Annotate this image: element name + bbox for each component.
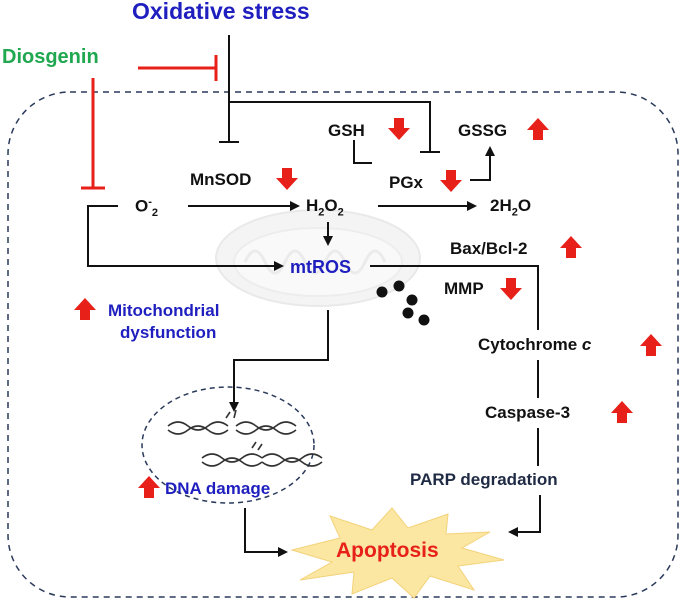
mitochondrion-watermark (215, 209, 421, 307)
h2o2-o: O (324, 196, 338, 215)
bax-label: Bax/Bcl-2 (450, 239, 528, 258)
mmp-down-arrow (500, 278, 522, 300)
h2o2-label: H2O2 (306, 197, 344, 218)
h2o2-h: H (306, 196, 319, 215)
dna-to-apoptosis-arrow (244, 508, 288, 557)
mito-up-arrow (74, 298, 96, 320)
o2-to-mtros-arrow (87, 205, 284, 271)
pgx-label: PGx (389, 173, 424, 192)
caspase-up-arrow (611, 401, 633, 423)
mnsod-label: MnSOD (190, 170, 252, 189)
cytochrome-up-arrow (640, 334, 662, 356)
mmp-label: MMP (444, 279, 484, 298)
bax-up-arrow (560, 236, 582, 258)
stress-to-pgx (229, 101, 431, 152)
mtros-to-dna-arrow (229, 310, 329, 412)
cytochrome-label: Cytochrome c (478, 336, 591, 353)
change-arrows (74, 118, 662, 498)
apoptosis-label: Apoptosis (336, 539, 439, 562)
h2o2-sub2: 2 (337, 206, 344, 219)
parp-to-apoptosis-arrow (508, 495, 541, 537)
diosgenin-label: Diosgenin (2, 46, 99, 68)
pgx-to-gssg-arrow (470, 146, 495, 181)
cytochrome-text: Cytochrome (478, 335, 582, 354)
cytochrome-c: c (581, 335, 592, 354)
caspase-label: Caspase-3 (485, 403, 571, 422)
pgx-down-arrow (440, 170, 462, 192)
h2o2-sub1: 2 (318, 206, 325, 219)
mito-line-2: dysfunction (120, 323, 217, 342)
water-o: O (517, 196, 532, 215)
gssg-up-arrow (527, 118, 549, 140)
dna-damage-label: DNA damage (165, 479, 271, 498)
dna-helix-icon (167, 409, 323, 467)
superoxide-subscript: 2 (151, 207, 159, 220)
superoxide-charge: - (148, 196, 152, 208)
mtros-label: mtROS (290, 257, 352, 277)
apoptosis-burst (290, 507, 505, 599)
mnsod-down-arrow (276, 168, 298, 190)
gssg-label: GSSG (458, 121, 508, 140)
gsh-label: GSH (328, 121, 365, 140)
mito-line-1: Mitochondrial (108, 301, 220, 320)
nucleus-outline (141, 386, 315, 504)
gsh-to-pgx (353, 140, 372, 164)
superoxide-label: O-2 (135, 197, 158, 219)
water-label: 2H2O (490, 197, 531, 218)
superoxide-base: O (135, 196, 149, 216)
diagram-title: Oxidative stress (132, 0, 310, 24)
dna-up-arrow (138, 476, 160, 498)
mtros-to-bax-line (370, 265, 539, 330)
water-2h: 2H (490, 196, 512, 215)
gsh-down-arrow (388, 118, 410, 140)
parp-label: PARP degradation (410, 470, 558, 489)
cytochrome-release-dots (376, 280, 430, 326)
water-sub: 2 (511, 206, 518, 219)
